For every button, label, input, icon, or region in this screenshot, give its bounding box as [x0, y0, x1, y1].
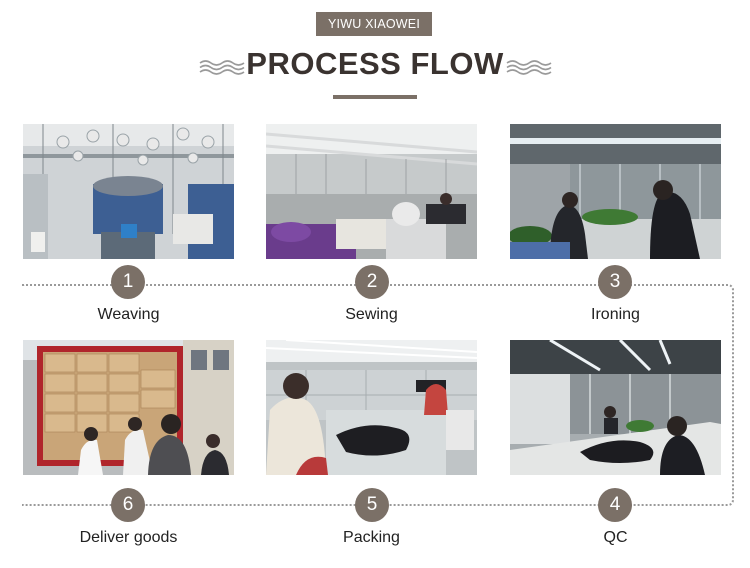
- step-label-packing: Packing: [343, 529, 400, 546]
- step-number-badge: 3: [598, 265, 632, 299]
- page-title: PROCESS FLOW: [246, 46, 504, 81]
- step-label-qc: QC: [603, 529, 628, 546]
- wave-ornament-left-icon: [199, 60, 245, 75]
- qc-photo: [510, 340, 721, 475]
- sewing-photo: [266, 124, 477, 259]
- weaving-photo: [23, 124, 234, 259]
- step-label-weaving: Weaving: [97, 306, 160, 323]
- step-number-badge: 5: [355, 488, 389, 522]
- step-label-deliver-goods: Deliver goods: [79, 529, 178, 546]
- packing-photo: [266, 340, 477, 475]
- wave-ornament-right-icon: [506, 60, 552, 75]
- step-label-ironing: Ironing: [591, 306, 640, 323]
- step-number-badge: 1: [111, 265, 145, 299]
- step-number-badge: 6: [111, 488, 145, 522]
- step-number-badge: 2: [355, 265, 389, 299]
- deliver-goods-photo: [23, 340, 234, 475]
- ironing-photo: [510, 124, 721, 259]
- step-number-badge: 4: [598, 488, 632, 522]
- title-underline: [333, 95, 417, 99]
- brand-tag: YIWU XIAOWEI: [316, 12, 432, 36]
- step-label-sewing: Sewing: [345, 306, 398, 323]
